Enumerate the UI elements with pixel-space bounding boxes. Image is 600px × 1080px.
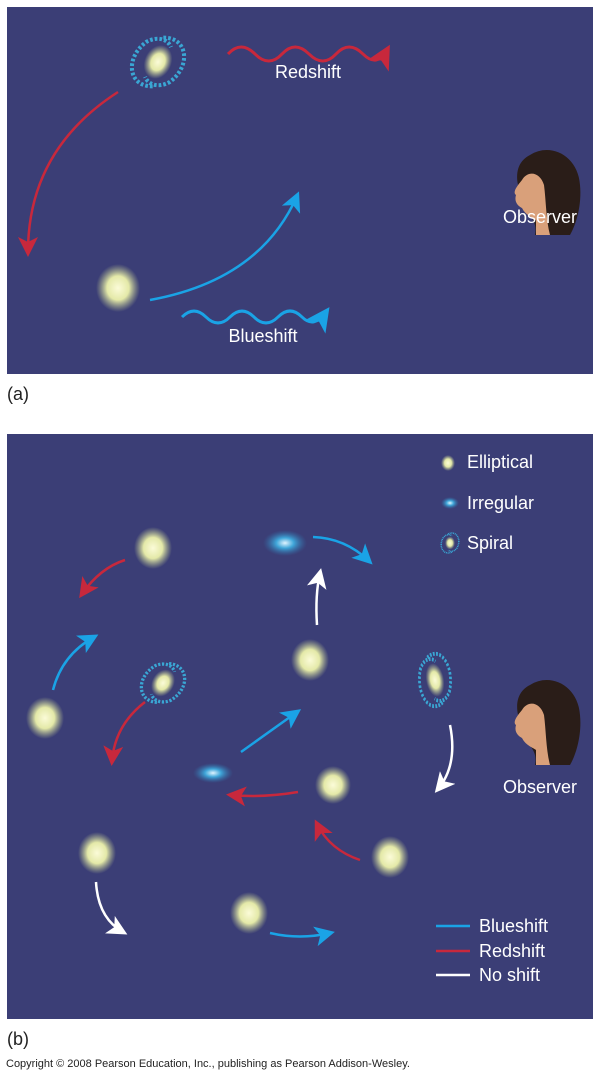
legend-blueshift-label: Blueshift	[479, 916, 548, 936]
motion-arrows	[51, 535, 456, 947]
elliptical-galaxy	[315, 766, 351, 804]
noshift-arrow	[306, 568, 327, 626]
legend-elliptical-label: Elliptical	[467, 452, 533, 472]
elliptical-galaxy	[134, 527, 172, 569]
elliptical-galaxy	[230, 892, 268, 934]
blueshift-arrow	[312, 535, 373, 565]
redshift-arrow	[226, 786, 299, 807]
legend-spiral-label: Spiral	[467, 533, 513, 553]
blueshift-orbit-arrow	[149, 191, 301, 302]
elliptical-galaxy	[78, 832, 116, 874]
noshift-arrow	[434, 724, 456, 793]
elliptical-galaxy	[371, 836, 409, 878]
redshift-arrow	[79, 558, 126, 599]
legend-elliptical-icon	[441, 455, 455, 471]
legend-noshift-label: No shift	[479, 965, 540, 985]
blueshift-arrow	[51, 634, 99, 691]
blueshift-wave-arrow	[180, 307, 330, 334]
legend-irregular-icon	[441, 497, 459, 509]
legend-irregular-label: Irregular	[467, 493, 534, 513]
copyright: Copyright © 2008 Pearson Education, Inc.…	[6, 1058, 410, 1070]
noshift-arrow	[94, 881, 128, 935]
ellipticals	[26, 527, 409, 934]
blueshift-arrow	[269, 926, 335, 947]
observer-label: Observer	[503, 777, 577, 797]
blueshift-label: Blueshift	[228, 326, 297, 346]
redshift-label: Redshift	[275, 62, 341, 82]
legend-redshift-label: Redshift	[479, 941, 545, 961]
redshift-orbit-arrow	[18, 90, 119, 257]
blueshift-arrow	[240, 709, 302, 754]
panel-a-background	[7, 7, 593, 374]
irregular-galaxy	[193, 763, 233, 783]
panel-a-label: (a)	[7, 384, 29, 404]
shift-legend: Blueshift Redshift No shift	[436, 916, 548, 985]
irregular-galaxy	[263, 530, 307, 556]
redshift-arrow	[103, 701, 146, 766]
redshift-arrow	[314, 819, 361, 862]
elliptical-galaxy	[291, 639, 329, 681]
observer-label: Observer	[503, 207, 577, 227]
elliptical-galaxy	[96, 264, 140, 312]
redshift-wave-arrow	[226, 44, 390, 72]
panel-b-label: (b)	[7, 1029, 29, 1049]
elliptical-galaxy	[26, 697, 64, 739]
